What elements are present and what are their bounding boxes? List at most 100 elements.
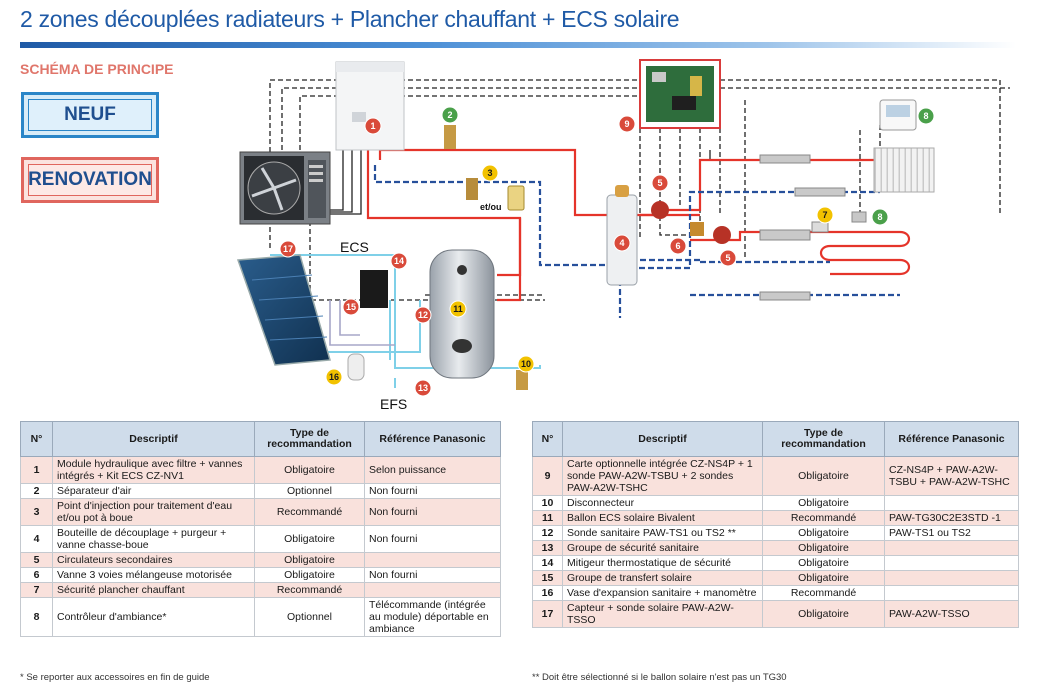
header-desc: Descriptif	[52, 421, 255, 457]
cell-num: 9	[532, 456, 563, 496]
marker-4: 4	[613, 234, 631, 252]
header-type: Type de recommandation	[254, 421, 365, 457]
header-type: Type de recommandation	[762, 421, 885, 457]
marker-15: 15	[342, 298, 360, 316]
cell-num: 10	[532, 495, 563, 511]
marker-1: 1	[364, 117, 382, 135]
cell-type: Recommandé	[762, 510, 885, 526]
cell-ref	[884, 540, 1019, 556]
marker-number: 7	[822, 210, 827, 220]
marker-3: 3	[481, 164, 499, 182]
header-ref: Référence Panasonic	[884, 421, 1019, 457]
marker-circle	[364, 117, 382, 135]
marker-circle	[613, 234, 631, 252]
footnote-left: * Se reporter aux accessoires en fin de …	[20, 672, 210, 683]
cell-type: Recommandé	[254, 582, 365, 598]
marker-circle	[325, 368, 343, 386]
marker-circle	[390, 252, 408, 270]
disconnector	[516, 370, 528, 390]
marker-number: 12	[418, 310, 428, 320]
marker-circle	[342, 298, 360, 316]
cell-desc: Carte optionnelle intégrée CZ-NS4P + 1 s…	[562, 456, 763, 496]
cell-num: 1	[20, 456, 53, 484]
cell-desc: Séparateur d'air	[52, 483, 255, 499]
marker-16: 16	[325, 368, 343, 386]
expansion-vessel	[347, 353, 365, 381]
badge-neuf: NEUF	[21, 92, 159, 138]
marker-circle	[669, 237, 687, 255]
cell-num: 8	[20, 597, 53, 637]
cell-desc: Circulateurs secondaires	[52, 552, 255, 568]
hydraulic-diagram: ECS EFS et/ou 12345567889101112131415161…	[236, 59, 1010, 412]
cell-type: Recommandé	[254, 498, 365, 526]
cell-desc: Sécurité plancher chauffant	[52, 582, 255, 598]
control-board	[639, 59, 721, 129]
cell-type: Obligatoire	[254, 567, 365, 583]
marker-circle	[414, 306, 432, 324]
title-underline	[20, 42, 1016, 48]
marker-number: 6	[675, 241, 680, 251]
marker-circle	[816, 206, 834, 224]
marker-5: 5	[719, 249, 737, 267]
cell-desc: Disconnecteur	[562, 495, 763, 511]
cell-ref: PAW-TS1 ou TS2	[884, 525, 1019, 541]
manifolds	[759, 154, 846, 301]
cell-ref: PAW-TG30C2E3STD -1	[884, 510, 1019, 526]
badge-renovation-label: RENOVATION	[28, 164, 152, 196]
cell-type: Obligatoire	[762, 540, 885, 556]
marker-number: 10	[521, 359, 531, 369]
cell-type: Obligatoire	[762, 525, 885, 541]
cell-num: 2	[20, 483, 53, 499]
marker-2: 2	[441, 106, 459, 124]
components-table-left: N° Descriptif Type de recommandation Réf…	[20, 421, 501, 637]
marker-circle	[414, 379, 432, 397]
cell-type: Optionnel	[254, 483, 365, 499]
marker-number: 2	[447, 110, 452, 120]
header-ref: Référence Panasonic	[364, 421, 501, 457]
marker-circle	[651, 174, 669, 192]
marker-number: 15	[346, 302, 356, 312]
injection-pot	[466, 178, 478, 200]
marker-8: 8	[917, 107, 935, 125]
air-separator	[444, 125, 456, 149]
ecs-label: ECS	[340, 239, 369, 255]
cell-type: Recommandé	[762, 585, 885, 601]
cell-desc: Module hydraulique avec filtre + vannes …	[52, 456, 255, 484]
cell-ref: Non fourni	[364, 525, 501, 553]
cell-desc: Groupe de transfert solaire	[562, 570, 763, 586]
marker-11: 11	[449, 300, 467, 318]
et-ou-label: et/ou	[480, 202, 502, 212]
cell-ref: Non fourni	[364, 567, 501, 583]
floor-safety-device	[811, 221, 829, 233]
cell-num: 16	[532, 585, 563, 601]
cell-desc: Bouteille de découplage + purgeur + vann…	[52, 525, 255, 553]
three-way-valve	[690, 222, 704, 236]
cell-type: Obligatoire	[762, 555, 885, 571]
room-controller	[879, 99, 917, 131]
cell-desc: Point d'injection pour traitement d'eau …	[52, 498, 255, 526]
cell-ref	[884, 570, 1019, 586]
heat-pump-outdoor-unit	[239, 151, 331, 225]
cell-ref	[884, 585, 1019, 601]
marker-circle	[449, 300, 467, 318]
cell-num: 5	[20, 552, 53, 568]
marker-circle	[871, 208, 889, 226]
cell-ref: Non fourni	[364, 483, 501, 499]
cell-desc: Sonde sanitaire PAW-TS1 ou TS2 **	[562, 525, 763, 541]
marker-number: 8	[923, 111, 928, 121]
section-subtitle: SCHÉMA DE PRINCIPE	[20, 61, 174, 77]
cell-type: Obligatoire	[254, 456, 365, 484]
marker-number: 11	[453, 304, 463, 314]
marker-5: 5	[651, 174, 669, 192]
cell-desc: Ballon ECS solaire Bivalent	[562, 510, 763, 526]
